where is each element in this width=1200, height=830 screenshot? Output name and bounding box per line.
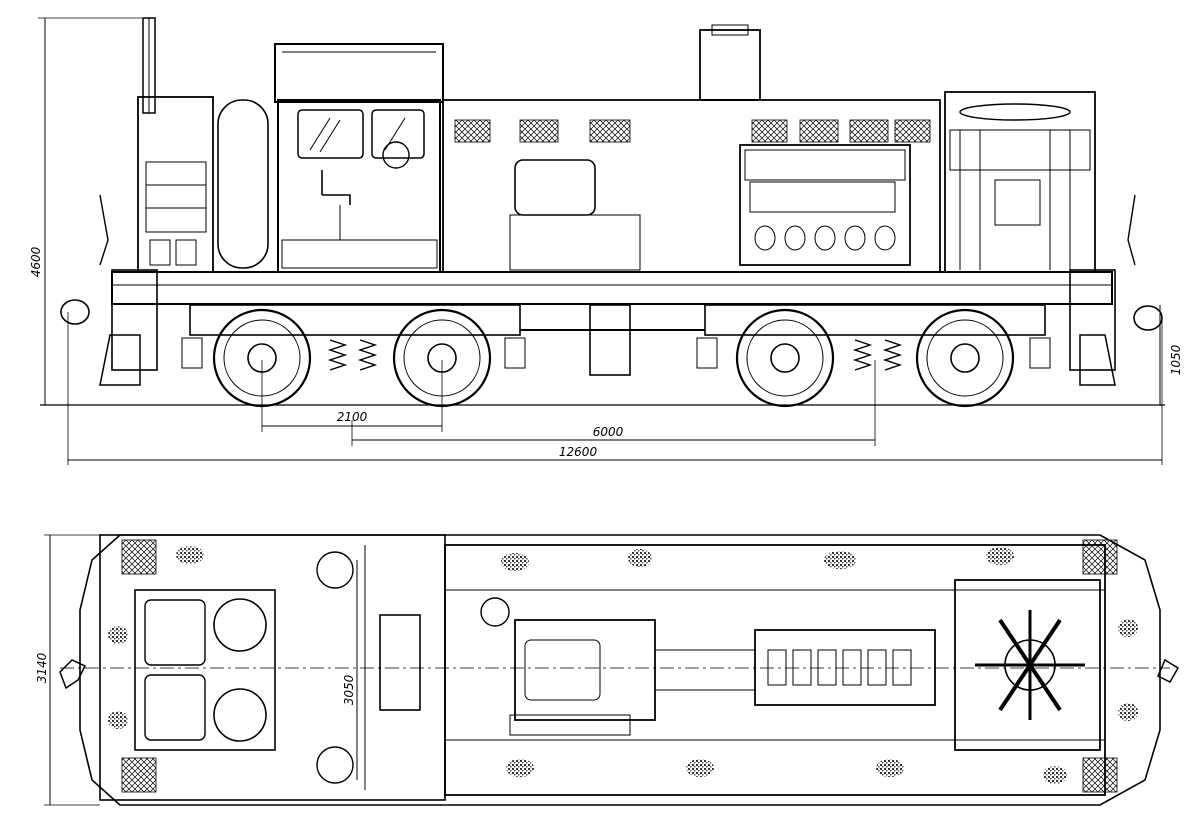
cooling-fan	[959, 103, 1071, 121]
rear-step	[1079, 334, 1116, 386]
cab-roof	[274, 43, 444, 103]
radiator-compartment	[944, 91, 1096, 273]
width-dimension-label: 3140	[35, 652, 49, 683]
wheel	[735, 308, 835, 408]
height-dimension-label: 4600	[29, 246, 43, 277]
hood-outline-plan	[444, 544, 1106, 796]
control-wheel	[382, 141, 410, 169]
generator-plan	[514, 619, 656, 721]
driver-seat	[321, 170, 351, 205]
reservoir	[213, 688, 267, 742]
rear-coupler	[1133, 305, 1163, 331]
step	[1082, 539, 1118, 575]
body-width-dimension-label: 3050	[342, 674, 356, 705]
diesel-engine-plan	[754, 629, 936, 706]
wheelbase-dimension-label: 2100	[337, 410, 368, 424]
bogie-centres-dimension-label: 6000	[593, 425, 624, 439]
rear-coupler-plan	[1157, 658, 1180, 683]
step	[1082, 757, 1118, 793]
length-dimension-label: 12600	[559, 445, 598, 459]
front-bogie	[181, 304, 526, 408]
main-frame	[111, 271, 1113, 305]
cab	[277, 99, 441, 273]
cab-window-left	[297, 109, 364, 159]
front-end-beam	[111, 269, 158, 371]
battery-box	[144, 599, 206, 666]
main-generator	[514, 159, 596, 216]
rear-end-beam	[1069, 269, 1116, 371]
radiator-plan	[954, 579, 1101, 751]
side-elevation-view: 4600 1050 2100 6000 12600	[29, 17, 1183, 465]
plan-view: 3140 3050	[35, 534, 1180, 806]
front-step	[99, 334, 141, 386]
step	[121, 539, 157, 575]
air-reservoir	[217, 99, 269, 269]
step	[121, 757, 157, 793]
silencer	[699, 29, 761, 101]
battery-box	[144, 674, 206, 741]
frame-outline	[79, 534, 1161, 806]
frame-height-dimension-label: 1050	[1169, 344, 1183, 375]
front-coupler-plan	[59, 659, 87, 690]
reservoir	[213, 598, 267, 652]
cab-window-right	[371, 109, 425, 159]
front-coupler	[60, 299, 90, 325]
wheel	[915, 308, 1015, 408]
rear-bogie	[696, 304, 1051, 408]
fuel-tank	[589, 304, 631, 376]
diesel-engine	[739, 144, 911, 266]
control-desk	[379, 614, 421, 711]
